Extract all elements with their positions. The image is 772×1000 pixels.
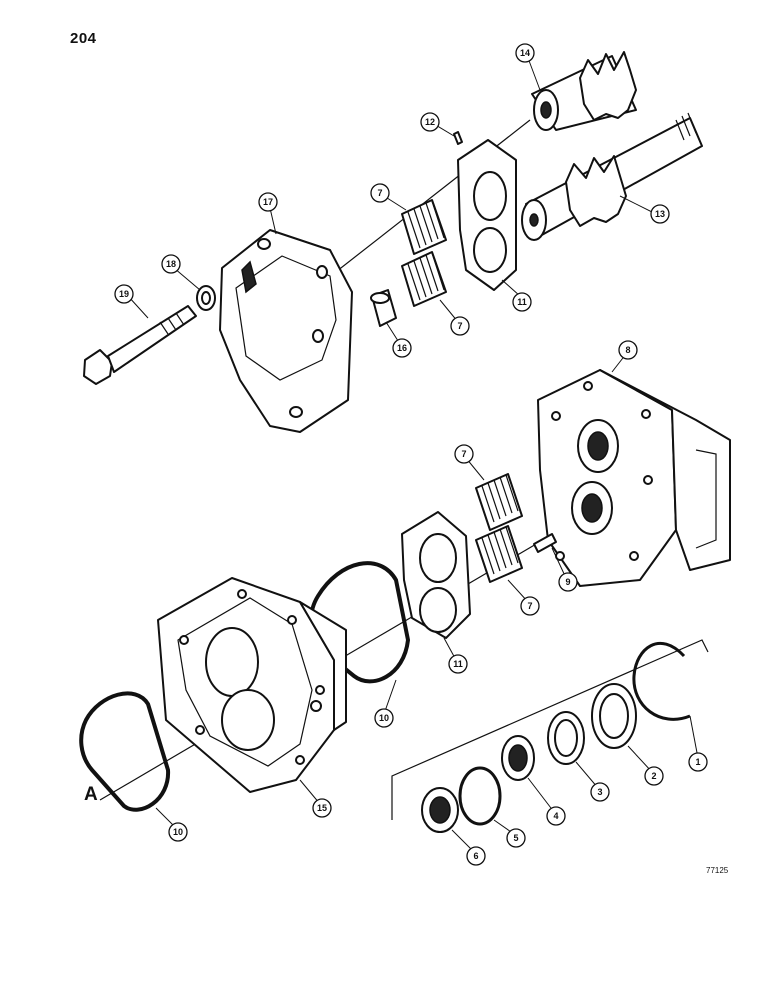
- svg-text:18: 18: [166, 259, 176, 269]
- svg-text:5: 5: [513, 833, 518, 843]
- svg-text:2: 2: [651, 771, 656, 781]
- callout-18: 18: [161, 254, 181, 274]
- shaft-seal: [501, 735, 535, 781]
- figure-code: 77125: [706, 866, 729, 875]
- callout-13: 13: [650, 204, 670, 224]
- snap-ring: [632, 642, 691, 721]
- svg-text:8: 8: [625, 345, 630, 355]
- seal-ring-3: [547, 711, 585, 765]
- callout-17: 17: [258, 192, 278, 212]
- svg-text:15: 15: [317, 803, 327, 813]
- drive-gear-shaft: [521, 112, 703, 241]
- wear-plate-lower: [401, 511, 471, 639]
- o-ring: [458, 766, 502, 826]
- callout-10-lower: 10: [168, 822, 188, 842]
- callout-7-mid-lower: 7: [520, 596, 540, 616]
- callout-11-upper: 11: [512, 292, 532, 312]
- svg-text:9: 9: [565, 577, 570, 587]
- svg-text:1: 1: [695, 757, 700, 767]
- svg-text:11: 11: [517, 297, 527, 307]
- svg-text:10: 10: [173, 827, 183, 837]
- callout-16: 16: [392, 338, 412, 358]
- bushing-sleeve: [370, 289, 397, 327]
- dowel-pin: [453, 131, 463, 145]
- callout-3: 3: [590, 782, 610, 802]
- callout-2: 2: [644, 766, 664, 786]
- svg-text:13: 13: [655, 209, 665, 219]
- svg-text:6: 6: [473, 851, 478, 861]
- callout-9: 9: [558, 572, 578, 592]
- group-bracket: [391, 639, 709, 820]
- svg-text:16: 16: [397, 343, 407, 353]
- callout-10-upper: 10: [374, 708, 394, 728]
- front-housing: [537, 369, 731, 587]
- svg-text:19: 19: [119, 289, 129, 299]
- svg-text:7: 7: [457, 321, 462, 331]
- svg-text:3: 3: [597, 787, 602, 797]
- callout-4: 4: [546, 806, 566, 826]
- callout-15: 15: [312, 798, 332, 818]
- needle-bearing-lower: [401, 251, 447, 307]
- svg-text:7: 7: [461, 449, 466, 459]
- callout-7-mid-upper: 7: [454, 444, 474, 464]
- washer: [196, 285, 216, 311]
- svg-text:7: 7: [377, 188, 382, 198]
- needle-bearing-mid-upper: [475, 473, 523, 531]
- svg-text:10: 10: [379, 713, 389, 723]
- callout-19: 19: [114, 284, 134, 304]
- svg-text:12: 12: [425, 117, 435, 127]
- callout-8: 8: [618, 340, 638, 360]
- driven-gear: [531, 51, 637, 131]
- callout-11-lower: 11: [448, 654, 468, 674]
- svg-text:4: 4: [553, 811, 558, 821]
- svg-text:14: 14: [520, 48, 530, 58]
- wear-plate-upper: [457, 139, 517, 291]
- pump-housing: [157, 577, 347, 793]
- bolt: [83, 305, 197, 385]
- spacer-ring: [421, 787, 459, 833]
- seal-retainer: [591, 683, 637, 749]
- end-cover: [219, 229, 353, 433]
- callout-5: 5: [506, 828, 526, 848]
- locating-pin: [533, 533, 557, 553]
- needle-bearing-upper: [401, 199, 447, 255]
- svg-text:17: 17: [263, 197, 273, 207]
- svg-text:11: 11: [453, 659, 463, 669]
- callout-7-upper: 7: [370, 183, 390, 203]
- callout-7-upper-lower: 7: [450, 316, 470, 336]
- seal-ring-lower: [79, 691, 171, 812]
- needle-bearing-mid-lower: [475, 525, 523, 583]
- callout-14: 14: [515, 43, 535, 63]
- callout-12: 12: [420, 112, 440, 132]
- view-label: A: [84, 784, 98, 805]
- svg-text:7: 7: [527, 601, 532, 611]
- page-number: 204: [70, 30, 97, 47]
- callout-1: 1: [688, 752, 708, 772]
- callout-6: 6: [466, 846, 486, 866]
